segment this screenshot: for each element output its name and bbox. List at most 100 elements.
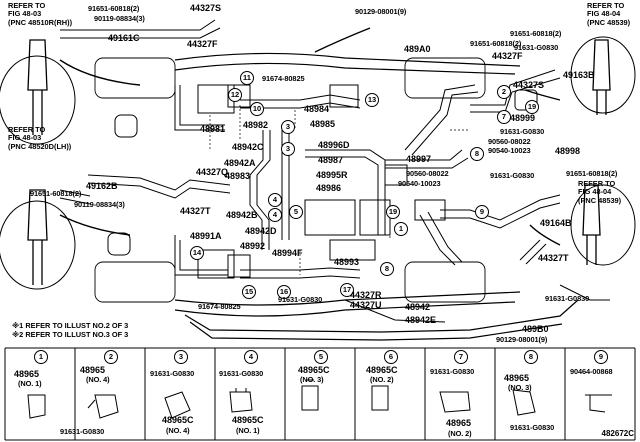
callout-number: 17 [340, 283, 354, 297]
part-label: 44327T [180, 206, 211, 216]
cell-number: 2 [104, 350, 118, 364]
callout-number: 8 [470, 147, 484, 161]
part-label: 90119-08834(3) [94, 14, 145, 23]
table-part-sketches [27, 379, 612, 419]
cell-number: 3 [174, 350, 188, 364]
part-label: 48942C [232, 142, 264, 152]
part-label: 49163B [563, 70, 595, 80]
cell-part-number: 90464-00868 [570, 367, 613, 376]
part-label: 44327F [492, 51, 523, 61]
cell-extra-label: 48965 [446, 418, 472, 428]
frame-rails [174, 52, 579, 341]
reference-note-mid-left: REFER TO FIG 48-03 (PNC 48520D(LH)) [8, 125, 72, 151]
part-label: 48942E [405, 315, 437, 325]
part-label: 44327S [513, 80, 545, 90]
callout-number: 8 [380, 262, 394, 276]
part-label: 48996D [318, 140, 350, 150]
illustration-note-1: ※1 REFER TO ILLUST NO.2 OF 3 [12, 321, 129, 330]
part-label: 48942D [245, 226, 277, 236]
front-right-wheel-outline [0, 55, 76, 145]
part-label: 48993 [334, 257, 360, 267]
cell-part-number: 91631-G0830 [150, 369, 195, 378]
part-label: 48985 [310, 119, 336, 129]
part-label: 90129-08001(9) [355, 7, 407, 16]
cell-part-number: 48965 [14, 369, 40, 379]
reference-note-mid-right: REFER TO FIG 48-04 (PNC 48539) [578, 179, 622, 205]
rear-right-wheel-outline [570, 36, 636, 114]
cell-extra-label: 91631-G0830 [60, 427, 105, 436]
valve-block-lower [197, 249, 235, 279]
cell-extra-label: 48965C [232, 415, 264, 425]
part-label: 90560-08022 [488, 137, 531, 146]
part-label: 48995R [316, 170, 348, 180]
part-label: 48942A [224, 158, 256, 168]
part-label: 91631-G0830 [490, 171, 535, 180]
callout-number: 15 [242, 285, 256, 299]
cell-sub-label: (NO. 2) [370, 375, 394, 384]
part-label: 91651-60818(2) [88, 4, 140, 13]
callout-number: 13 [365, 93, 379, 107]
callout-number: 14 [190, 246, 204, 260]
part-label: 48998 [555, 146, 581, 156]
callout-number: 7 [497, 110, 511, 124]
callout-number: 1 [394, 222, 408, 236]
cell-number: 7 [454, 350, 468, 364]
part-label: 91631-G0830 [514, 43, 559, 52]
callout-number: 4 [268, 193, 282, 207]
part-label: 91651-60818(2) [566, 169, 618, 178]
cell-part-number: 48965C [298, 365, 330, 375]
callout-number: 9 [475, 205, 489, 219]
part-label: 49164B [540, 218, 572, 228]
cell-extra-sub: (NO. 2) [448, 429, 472, 438]
part-label: 44327Q [196, 167, 229, 177]
cell-number: 6 [384, 350, 398, 364]
part-label: 49162B [86, 181, 118, 191]
callout-number: 19 [525, 100, 539, 114]
part-label: 91651-60818(2) [470, 39, 522, 48]
part-label: 49161C [108, 33, 140, 43]
reference-note-top-right: REFER TO FIG 48-04 (PNC 48539) [587, 1, 631, 27]
part-label: 90129-08001(9) [496, 335, 548, 344]
center-block [304, 199, 356, 236]
cell-sub-label: (NO. 1) [18, 379, 42, 388]
part-label: 48992 [240, 241, 266, 251]
part-label: 48987 [318, 155, 344, 165]
cell-extra-sub: (NO. 4) [166, 426, 190, 435]
part-label: 91674-80825 [262, 74, 305, 83]
part-label: 48984 [304, 104, 330, 114]
parts-table-grid [4, 347, 636, 441]
direction-arrows [59, 27, 561, 246]
cell-number: 1 [34, 350, 48, 364]
part-label: 91631-G0830 [500, 127, 545, 136]
callout-number: 4 [268, 208, 282, 222]
part-label: 48981 [200, 124, 226, 134]
part-label: 91631-G0830 [545, 294, 590, 303]
cell-part-number: 48965 [504, 373, 530, 383]
cell-number: 4 [244, 350, 258, 364]
part-label: 44327U [350, 300, 382, 310]
part-label: 48997 [406, 154, 432, 164]
part-label: 90560-08022 [406, 169, 449, 178]
leader-lines [209, 105, 470, 275]
callout-number: 12 [228, 88, 242, 102]
cell-extra-sub: (NO. 1) [236, 426, 260, 435]
callout-number: 5 [289, 205, 303, 219]
part-label: 90540-10023 [398, 179, 441, 188]
brake-lines [59, 19, 610, 323]
part-label: 48994F [272, 248, 303, 258]
part-label: 48983 [225, 171, 251, 181]
part-label: 91631-G0830 [278, 295, 323, 304]
part-label: 44327S [190, 3, 222, 13]
part-label: 48942B [226, 210, 258, 220]
callout-number: 16 [277, 285, 291, 299]
cell-extra-label: 48965C [162, 415, 194, 425]
strut-shapes [27, 39, 611, 285]
callout-number: 3 [281, 142, 295, 156]
part-label: 91651-60818(2) [510, 29, 562, 38]
part-label: 44327F [187, 39, 218, 49]
callout-number: 2 [497, 85, 511, 99]
part-label: 48999 [510, 113, 536, 123]
part-label: 489B0 [522, 324, 549, 334]
front-left-wheel-outline [0, 200, 76, 290]
